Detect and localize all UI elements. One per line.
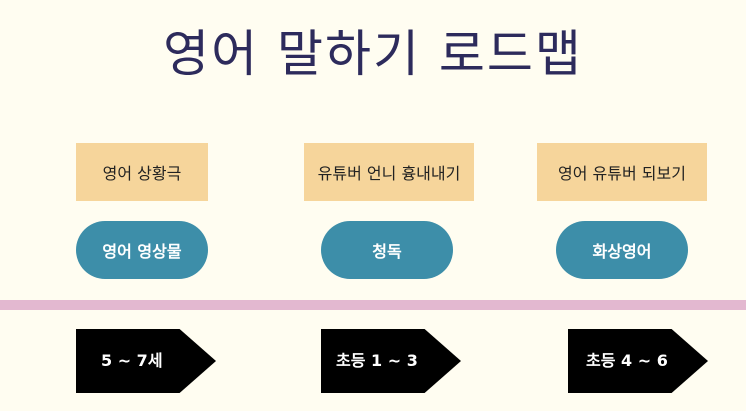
stage-2-topic-box: 유튜버 언니 흉내내기	[304, 143, 474, 201]
stage-1-topic-label: 영어 상황극	[102, 164, 182, 183]
stage-1-age-arrow: 5 ~ 7세	[76, 329, 216, 393]
stage-1-age-label: 5 ~ 7세	[101, 351, 163, 370]
stage-3-method-pill: 화상영어	[556, 221, 688, 279]
stage-2-method-label: 청독	[372, 242, 402, 261]
stage-2-topic-label: 유튜버 언니 흉내내기	[317, 164, 461, 183]
timeline-divider	[0, 300, 746, 310]
stage-1-topic-box: 영어 상황극	[76, 143, 208, 201]
stage-3-age-arrow: 초등 4 ~ 6	[568, 329, 708, 393]
stage-2-age-label: 초등 1 ~ 3	[336, 351, 418, 370]
stage-2-method-pill: 청독	[321, 221, 453, 279]
stage-3-age-label: 초등 4 ~ 6	[586, 351, 668, 370]
stage-1-method-pill: 영어 영상물	[76, 221, 208, 279]
stage-3-method-label: 화상영어	[592, 242, 652, 261]
page-title: 영어 말하기 로드맵	[163, 25, 583, 83]
stage-3-topic-box: 영어 유튜버 되보기	[537, 143, 707, 201]
stage-1-method-label: 영어 영상물	[102, 242, 182, 261]
stage-2-age-arrow: 초등 1 ~ 3	[321, 329, 461, 393]
stage-3-topic-label: 영어 유튜버 되보기	[558, 164, 686, 183]
